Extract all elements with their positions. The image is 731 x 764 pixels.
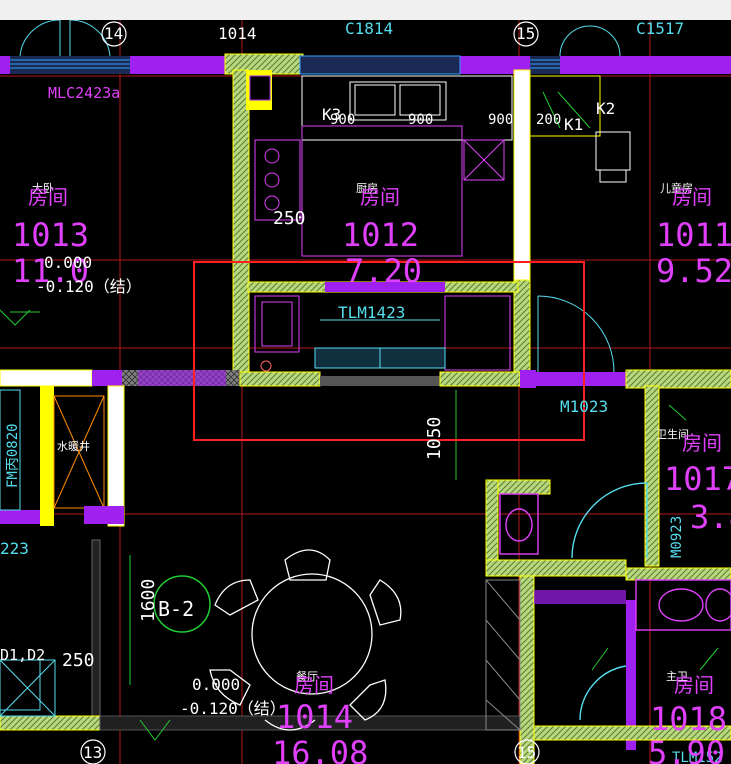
room-master-bath-type: 房间 xyxy=(674,673,714,697)
b2-marker-circle xyxy=(153,575,211,633)
walls-middle xyxy=(0,281,731,389)
grid-label-14: 14 xyxy=(104,24,123,43)
room-bedroom-name: 大卧 xyxy=(32,181,54,195)
bedroom-elevation-top: 0.000 xyxy=(44,253,92,272)
cad-viewport[interactable]: 14 1014 15 13 15 C1814 C1517 MLC2423a K2… xyxy=(0,20,731,764)
room-kids-name: 儿童房 xyxy=(660,181,693,195)
bath-fixtures xyxy=(499,482,731,721)
door-label-tlm152: TLM152 xyxy=(672,750,723,764)
window-label-c1517: C1517 xyxy=(636,20,684,38)
room-master-bath-area: 5.90 xyxy=(648,734,725,764)
marker-b2: B-2 xyxy=(158,597,194,621)
door-label-223: 223 xyxy=(0,539,29,558)
door-swing-m1023 xyxy=(537,295,615,373)
room-master-bath-number: 1018 xyxy=(650,700,727,738)
room-bedroom-type: 房间 xyxy=(28,185,68,209)
room-bath-area: 3.87 xyxy=(690,498,731,536)
room-dining-name: 餐厅 xyxy=(296,669,318,683)
dining-elevation-top: 0.000 xyxy=(192,675,240,694)
bedroom-elevation-bottom: -0.120（结） xyxy=(36,277,142,296)
door-label-m1023: M1023 xyxy=(560,397,608,416)
grid-label-15-bottom: 15 xyxy=(517,743,536,762)
dim-250-b: 250 xyxy=(62,650,95,671)
dining-elevation-bottom: -0.120（结） xyxy=(180,699,286,718)
label-k3: K3 xyxy=(322,105,341,124)
kids-fixtures xyxy=(529,75,631,183)
dim-900-b: 900 xyxy=(408,112,433,128)
grid-label-15: 15 xyxy=(516,24,535,43)
label-k1: K1 xyxy=(564,115,583,134)
walls-upper xyxy=(232,69,531,381)
room-dining-area: 16.08 xyxy=(272,734,368,764)
room-kids-type: 房间 xyxy=(672,185,712,209)
room-bedroom-number: 1013 xyxy=(12,216,89,254)
door-label-tlm1423: TLM1423 xyxy=(338,303,405,322)
lower-left-details xyxy=(0,659,56,717)
floor-plan-drawing[interactable]: 14 1014 15 13 15 C1814 C1517 MLC2423a K2… xyxy=(0,20,731,764)
room-kids-number: 1011 xyxy=(656,216,731,254)
top-door-arcs xyxy=(19,20,621,57)
window-label-mlc2423a: MLC2423a xyxy=(48,84,120,102)
dim-1600: 1600 xyxy=(138,579,159,622)
kitchen-fixtures xyxy=(254,75,513,257)
room-dining-type: 房间 xyxy=(294,673,334,697)
walls-left xyxy=(0,385,125,731)
selection-rectangle[interactable] xyxy=(193,261,585,441)
grid-label-1014: 1014 xyxy=(218,24,257,43)
label-d1d2: D1,D2 xyxy=(0,646,45,664)
room-kitchen-area: 7.20 xyxy=(345,252,422,290)
dim-200: 200 xyxy=(536,112,561,128)
room-bath-type: 房间 xyxy=(682,431,722,455)
room-kitchen-name: 厨房 xyxy=(356,182,378,195)
room-kids-area: 9.52 xyxy=(656,252,731,290)
room-bedroom-area: 11.0 xyxy=(12,252,89,290)
room-master-bath-name: 主卫 xyxy=(666,670,688,683)
window-label-c1814: C1814 xyxy=(345,20,393,38)
dim-900-c: 900 xyxy=(488,112,513,128)
grid-label-13: 13 xyxy=(83,743,102,762)
tlm-door xyxy=(254,295,511,372)
room-dining-number: 1014 xyxy=(276,698,353,736)
room-kitchen-type: 房间 xyxy=(360,185,400,209)
dining-table xyxy=(209,549,402,731)
dim-250: 250 xyxy=(273,208,306,229)
dim-1050: 1050 xyxy=(424,417,445,460)
top-window-band xyxy=(0,53,731,75)
room-bath-name: 卫生间 xyxy=(656,427,689,441)
dim-900-a: 900 xyxy=(330,112,355,128)
room-bath-number: 1017 xyxy=(664,460,731,498)
door-label-m0923: M0923 xyxy=(669,516,685,558)
dimension-lines xyxy=(0,91,719,741)
grid-bubbles xyxy=(80,21,540,764)
room-kitchen-number: 1012 xyxy=(342,216,419,254)
label-k2: K2 xyxy=(596,99,615,118)
door-label-fm0820: FM丙0820 xyxy=(5,423,21,488)
label-water-well: 水暖井 xyxy=(57,439,90,453)
